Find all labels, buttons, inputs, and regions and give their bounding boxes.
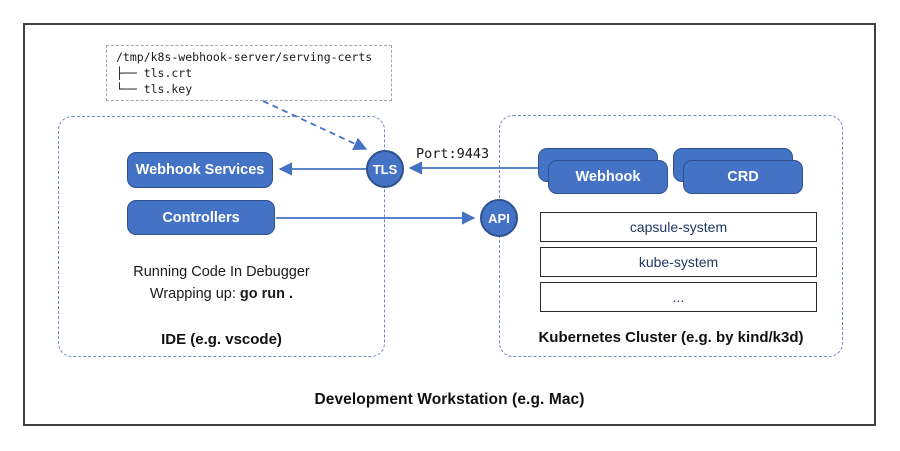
controllers-label: Controllers — [162, 209, 240, 226]
api-endpoint: API — [480, 199, 518, 237]
ide-note-line2-prefix: Wrapping up: — [149, 286, 240, 302]
ide-note-line1: Running Code In Debugger — [133, 264, 310, 280]
crd-node-label: CRD — [727, 169, 759, 185]
port-9443-label: Port:9443 — [416, 146, 490, 162]
serving-certs-box: /tmp/k8s-webhook-server/serving-certs ├─… — [106, 45, 392, 101]
namespace-label: ... — [672, 289, 685, 305]
ide-group-box — [58, 116, 385, 357]
crd-node-stack: CRD — [673, 148, 803, 194]
certs-path: /tmp/k8s-webhook-server/serving-certs — [116, 50, 373, 64]
webhook-node: Webhook — [548, 160, 668, 194]
development-workstation-label: Development Workstation (e.g. Mac) — [314, 391, 585, 408]
api-endpoint-label: API — [488, 210, 510, 226]
controllers-node: Controllers — [127, 200, 275, 235]
namespace-label: capsule-system — [629, 219, 728, 235]
ide-note: Running Code In Debugger Wrapping up: go… — [58, 261, 385, 305]
certs-file-crt: ├── tls.crt — [116, 66, 193, 80]
tls-endpoint: TLS — [366, 150, 404, 188]
webhook-services-node: Webhook Services — [127, 152, 273, 188]
certs-file-key: └── tls.key — [116, 82, 193, 96]
ide-group-label: IDE (e.g. vscode) — [161, 331, 282, 348]
ide-note-line2-command: go run . — [239, 286, 294, 302]
namespace-row-capsule-system: capsule-system — [540, 212, 817, 242]
webhook-services-label: Webhook Services — [135, 162, 265, 178]
webhook-node-label: Webhook — [575, 169, 641, 185]
webhook-node-stack: Webhook — [538, 148, 668, 194]
ide-note-line2: Wrapping up: go run . — [58, 283, 385, 305]
kubernetes-cluster-group-label: Kubernetes Cluster (e.g. by kind/k3d) — [538, 329, 804, 346]
namespace-row-ellipsis: ... — [540, 282, 817, 312]
namespace-label: kube-system — [638, 254, 719, 270]
tls-endpoint-label: TLS — [372, 161, 398, 177]
namespace-row-kube-system: kube-system — [540, 247, 817, 277]
crd-node: CRD — [683, 160, 803, 194]
